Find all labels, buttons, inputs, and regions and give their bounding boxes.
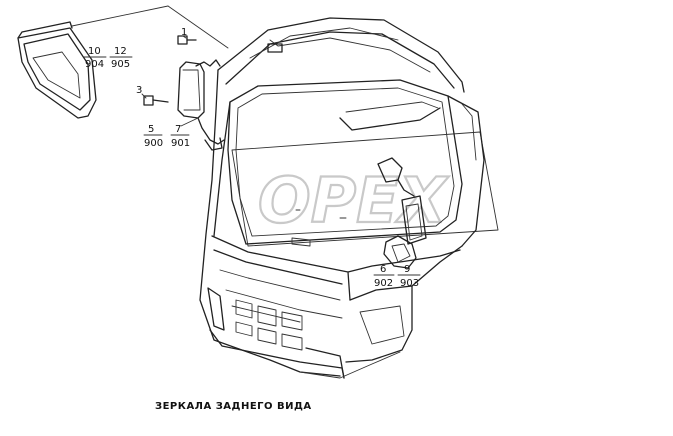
callout-9: 9: [404, 264, 410, 275]
callout-group-3: 3: [136, 85, 147, 99]
watermark-logo: OPEX: [231, 131, 499, 247]
callout-900: 900: [144, 138, 163, 149]
bolt-3: [143, 95, 169, 106]
callout-group-10-904: 10 904: [83, 46, 107, 70]
callout-905: 905: [111, 59, 130, 70]
callout-group-5-900: 5 900: [143, 124, 163, 149]
watermark-text: OPEX: [258, 164, 449, 237]
roof-marker: [267, 43, 283, 53]
diagram-caption: ЗЕРКАЛА ЗАДНЕГО ВИДА: [155, 401, 312, 412]
callout-group-12-905: 12 905: [109, 46, 133, 70]
callout-903: 903: [400, 278, 419, 289]
mirror-head-left: [17, 21, 97, 119]
mirror-arm-left: [177, 59, 225, 151]
mirror-assembly-right: [377, 157, 427, 269]
callout-5: 5: [148, 124, 154, 135]
callout-group-1: 1: [181, 27, 187, 39]
callout-group-7-901: 7 901: [170, 117, 199, 149]
callout-1: 1: [181, 27, 187, 38]
callout-12: 12: [114, 46, 127, 57]
callout-10: 10: [88, 46, 101, 57]
watermark-frame: [231, 131, 499, 247]
callout-group-6-902: 6 902: [373, 264, 395, 289]
callout-group-9-903: 9 903: [397, 264, 421, 289]
callout-901: 901: [171, 138, 190, 149]
callout-3: 3: [136, 85, 142, 96]
callout-902: 902: [374, 278, 393, 289]
callout-6: 6: [380, 264, 386, 275]
callout-7: 7: [175, 124, 181, 135]
truck-cab: [199, 17, 485, 379]
bolt-1: [177, 35, 197, 45]
callout-904: 904: [85, 59, 104, 70]
leader-lines-left: [71, 5, 229, 49]
